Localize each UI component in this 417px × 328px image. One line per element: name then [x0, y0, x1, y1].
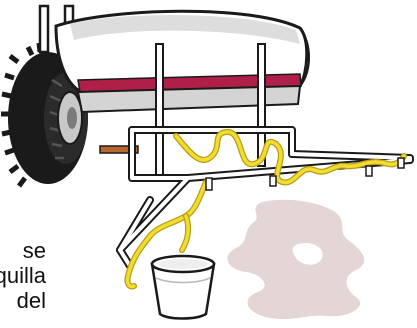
bucket [152, 256, 214, 319]
spray-tank [56, 11, 309, 92]
spill-puddle [227, 200, 364, 319]
